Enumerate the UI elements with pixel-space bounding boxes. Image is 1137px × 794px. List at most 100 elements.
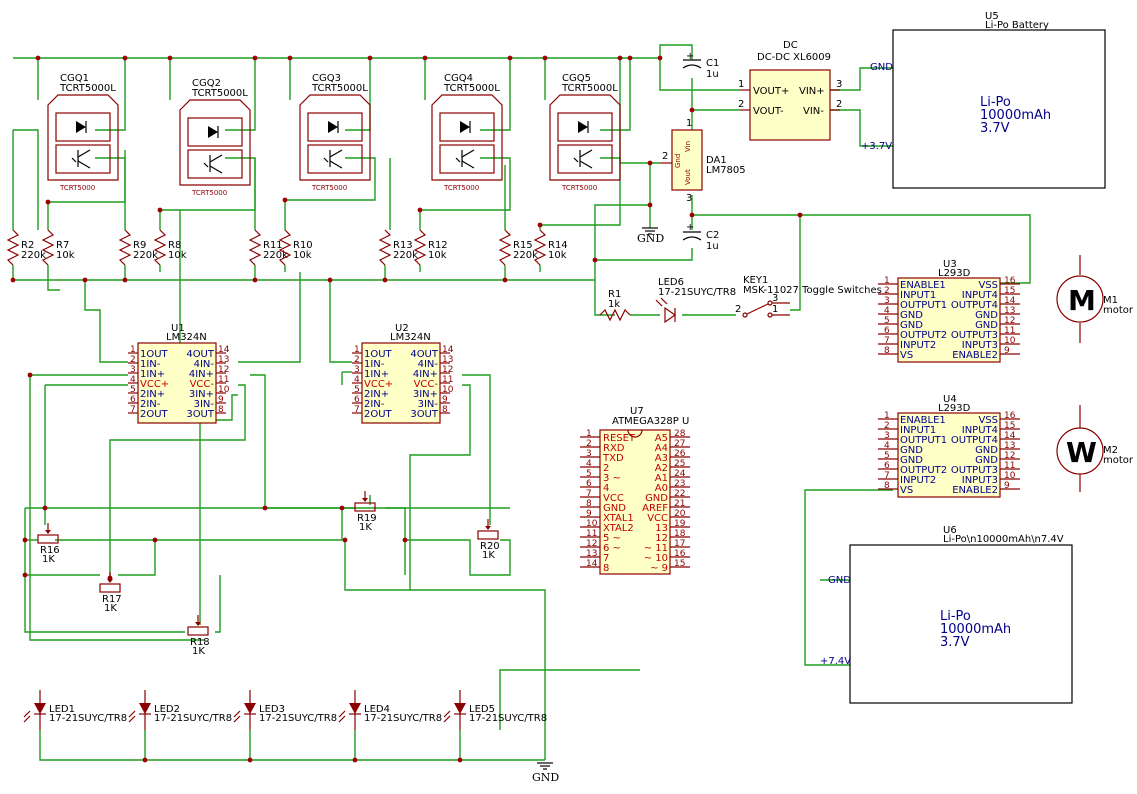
- opamp-1-lpin-5: 2IN-: [364, 399, 385, 410]
- opamp-1-rnum-1: 13: [442, 355, 453, 365]
- opamp-0-lnum-5: 6: [130, 395, 136, 405]
- capacitor-c2[interactable]: + C2 1u: [682, 222, 719, 252]
- gnd-symbol-bottom: GND: [532, 762, 559, 784]
- reg-pin-gnd: Gnd: [674, 154, 682, 168]
- mcu-lpin-1: RXD: [603, 443, 625, 454]
- mcu-lnum-2: 3: [586, 449, 592, 459]
- battery-u6[interactable]: U6 Li-Po\n10000mAh\n7.4V GND +7.4V Li-Po…: [820, 525, 1073, 704]
- opamp-1-lpin-2: 1IN+: [364, 369, 389, 380]
- mcu-rnum-13: 15: [674, 559, 685, 569]
- battery-u5-ref: U5: [985, 11, 999, 22]
- opamp-0-rnum-0: 14: [218, 345, 230, 355]
- driver-1-rnum-5: 11: [1004, 461, 1015, 471]
- opamp-1-lnum-1: 2: [354, 355, 360, 365]
- dcdc-num-1: 1: [738, 79, 744, 90]
- mcu-rpin-6: GND: [645, 493, 668, 504]
- opamp-0-rnum-2: 12: [218, 365, 229, 375]
- mcu-rpin-10: 12: [655, 533, 668, 544]
- led-5-ref: LED5: [469, 704, 495, 715]
- driver-0-rpin-0: VSS: [978, 280, 998, 291]
- dcdc-pin-vinp: VIN+: [799, 86, 825, 97]
- sensor-1-value: TCRT5000L: [59, 83, 116, 94]
- driver-0-rpin-1: INPUT4: [962, 290, 998, 301]
- sensor-5-value: TCRT5000L: [561, 83, 618, 94]
- opamp-0-lnum-1: 2: [130, 355, 136, 365]
- battery-u5-line3: 3.7V: [980, 121, 1010, 136]
- battery-u5[interactable]: U5 Li-Po Battery GND +3.7V Li-Po 10000mA…: [861, 11, 1106, 189]
- motor-m1[interactable]: M M1 motor: [1056, 255, 1134, 343]
- led6[interactable]: LED6 17-21SUYC/TR8: [655, 277, 736, 324]
- mcu-lpin-0: RESET: [603, 433, 636, 444]
- mcu-lnum-6: 7: [586, 489, 592, 499]
- opamp-0-lnum-3: 4: [130, 375, 136, 385]
- opamp-0-rpin-1: 4IN-: [194, 359, 215, 370]
- resistor-r1[interactable]: R1 1k: [599, 289, 631, 322]
- gnd-label-bottom: GND: [532, 771, 559, 784]
- mcu-lnum-8: 9: [586, 509, 592, 519]
- mcu-lpin-13: 8: [603, 563, 609, 574]
- battery-u5-line1: Li-Po: [980, 95, 1011, 110]
- motor-m2[interactable]: W M2 motor: [1056, 405, 1134, 492]
- mcu-rpin-8: VCC: [647, 513, 668, 524]
- opamp-0-rpin-2: 4IN+: [189, 369, 214, 380]
- mcu-rpin-2: A3: [655, 453, 668, 464]
- resistor-1-ref: R7: [56, 240, 69, 251]
- battery-u6-line2: 10000mAh: [940, 622, 1011, 637]
- mcu-lpin-6: VCC: [603, 493, 624, 504]
- opamp-0-ref: U1: [171, 323, 185, 334]
- voltage-regulator[interactable]: Vin Gnd Vout DA1 LM7805 1 2 3: [660, 118, 746, 204]
- mcu-lpin-12: 7: [603, 553, 609, 564]
- toggle-switch[interactable]: KEY1 MSK-11027 Toggle Switches 2 1 3: [735, 275, 882, 318]
- mcu-lnum-5: 6: [586, 479, 592, 489]
- driver-0-rnum-1: 15: [1004, 286, 1015, 296]
- resistor-9-value: 10k: [548, 250, 567, 261]
- resistor-3-ref: R8: [168, 240, 181, 251]
- opamp-0-rnum-3: 11: [218, 375, 229, 385]
- dcdc-converter[interactable]: DC DC-DC XL6009 VOUT+ VOUT- VIN+ VIN- 1 …: [738, 40, 842, 141]
- led6-ref: LED6: [658, 277, 684, 288]
- opamp-1-rpin-2: 4IN+: [413, 369, 438, 380]
- driver-1-lpin-3: GND: [900, 445, 923, 456]
- opamp-1-lnum-5: 6: [354, 395, 360, 405]
- mcu-lpin-8: XTAL1: [603, 513, 634, 524]
- opamp-1-rnum-6: 8: [442, 405, 448, 415]
- driver-1-lnum-5: 6: [884, 461, 890, 471]
- mcu-rnum-3: 25: [674, 459, 685, 469]
- led-4-value: 17-21SUYC/TR8: [364, 713, 442, 724]
- capacitor-c1[interactable]: + C1 1u: [682, 51, 719, 80]
- resistor-group: R2220kR710kR9220kR810kR11220kR1010kR1322…: [6, 229, 568, 266]
- resistor-2-ref: R9: [133, 240, 146, 251]
